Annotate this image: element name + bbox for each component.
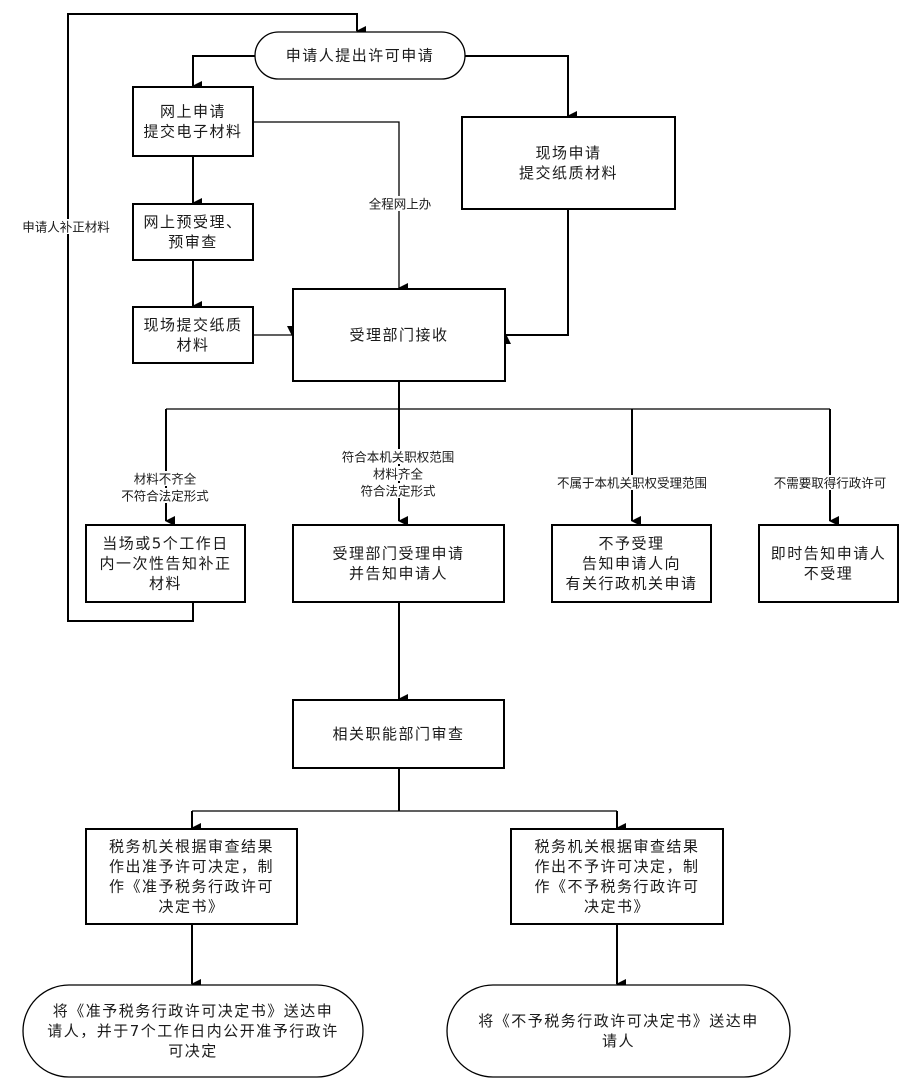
- online-apply-box-shape: [132, 86, 254, 157]
- approve-decision-text-line: 税务机关根据审查结果: [109, 838, 274, 856]
- approve-decision-text-line: 作《准予税务行政许可: [109, 878, 274, 896]
- onsite-apply-box-shape: [461, 116, 676, 210]
- end-approve-text-line: 将《准予税务行政许可决定书》送达申: [53, 1002, 334, 1020]
- node-functional-review: 相关职能部门审查: [292, 699, 505, 769]
- edge-label-no-permit-needed: 不需要取得行政许可: [772, 475, 888, 491]
- approve-decision-text-line: 决定书》: [158, 898, 224, 916]
- online-precheck-box-shape: [132, 203, 254, 261]
- edge-label-text: 符合法定形式: [360, 484, 436, 499]
- edge-label-background: [772, 475, 888, 490]
- edge-resubmit-loop: [67, 13, 366, 622]
- dept-accept-text-line: 并告知申请人: [349, 565, 448, 583]
- notify-correction-text-line: 内一次性告知补正: [99, 555, 231, 573]
- edge-label-text: 不属于本机关职权受理范围: [557, 476, 707, 491]
- not-accept-redirect-box-shape: [551, 524, 712, 603]
- onsite-paper-submit-text-line: 材料: [176, 336, 209, 354]
- edge-label-text: 不需要取得行政许可: [774, 476, 887, 491]
- start-text-line: 申请人提出许可申请: [286, 47, 435, 65]
- online-precheck-text-line: 预审查: [168, 233, 218, 251]
- notify-correction-text-line: 当场或5个工作日: [102, 535, 229, 553]
- notify-correction-text-line: 材料: [149, 575, 182, 593]
- not-accept-redirect-text-line: 有关行政机关申请: [565, 575, 697, 593]
- edge-label-background: [555, 475, 709, 490]
- end-approve-text-line: 请人，并于7个工作日内公开准予行政许: [47, 1022, 339, 1040]
- dept-receive-text-line: 受理部门接收: [349, 326, 448, 344]
- onsite-apply-text-line: 提交纸质材料: [519, 164, 618, 182]
- end-approve-text-line: 可决定: [168, 1042, 218, 1060]
- edge-label-out-of-scope: 不属于本机关职权受理范围: [555, 475, 709, 491]
- edge-label-resubmit: 申请人补正材料: [20, 219, 112, 235]
- notify-not-accept-text-line: 不受理: [804, 565, 854, 583]
- edge-label-background: [340, 449, 456, 464]
- end-reject-text-line: 将《不予税务行政许可决定书》送达申: [478, 1012, 759, 1030]
- dept-receive-box-shape: [292, 288, 506, 382]
- end-reject-text-line: 请人: [602, 1032, 635, 1050]
- approve-decision-box-shape: [85, 828, 298, 925]
- end-reject-terminal-shape: [446, 984, 791, 1078]
- notify-not-accept-box-shape: [758, 524, 899, 603]
- onsite-paper-submit-text-line: 现场提交纸质: [143, 316, 242, 334]
- edge-label-background: [132, 471, 198, 486]
- nodes: 申请人提出许可申请网上申请提交电子材料网上预受理、预审查现场提交纸质材料现场申请…: [22, 31, 899, 1078]
- edge-full-online: [253, 121, 408, 293]
- reject-decision-text-line: 税务机关根据审查结果: [534, 838, 699, 856]
- edge-label-text: 不符合法定形式: [121, 489, 209, 504]
- online-precheck-text-line: 网上预受理、: [143, 213, 242, 231]
- dept-accept-text-line: 受理部门受理申请: [332, 545, 464, 563]
- approve-decision-text-line: 作出准予许可决定，制: [109, 858, 274, 876]
- edge-label-text: 材料不齐全: [134, 472, 197, 487]
- notify-not-accept-text-line: 即时告知申请人: [771, 545, 887, 563]
- edge-label-background: [371, 466, 425, 481]
- onsite-paper-submit-box-shape: [132, 306, 254, 364]
- edge-label-background: [367, 196, 433, 211]
- reject-decision-text-line: 作出不予许可决定，制: [534, 858, 699, 876]
- edge-label-background: [119, 488, 211, 503]
- onsite-apply-text-line: 现场申请: [535, 144, 601, 162]
- node-online-precheck: 网上预受理、预审查: [132, 203, 254, 261]
- edge-onsite-to-receive: [501, 209, 569, 344]
- edge-label-text: 全程网上办: [369, 197, 432, 212]
- edge-label-text: 符合本机关职权范围: [342, 450, 455, 465]
- online-apply-text-line: 提交电子材料: [143, 123, 242, 141]
- online-apply-text-line: 网上申请: [160, 103, 226, 121]
- edge-start-to-online-apply: [192, 55, 255, 91]
- not-accept-redirect-text-line: 不予受理: [598, 535, 664, 553]
- edge-label-full-online: 全程网上办: [367, 196, 433, 212]
- connectors: [67, 13, 839, 989]
- notify-correction-box-shape: [85, 524, 246, 603]
- edge-label-background: [20, 219, 112, 234]
- start-terminal-shape: [254, 31, 466, 80]
- dept-accept-box-shape: [292, 524, 505, 603]
- node-dept-receive: 受理部门接收: [292, 288, 506, 382]
- end-approve-terminal-shape: [22, 984, 364, 1078]
- functional-review-box-shape: [292, 699, 505, 769]
- edge-label-text: 材料齐全: [373, 467, 424, 482]
- node-start: 申请人提出许可申请: [254, 31, 466, 80]
- reject-decision-text-line: 作《不予税务行政许可: [534, 878, 699, 896]
- reject-decision-text-line: 决定书》: [584, 898, 650, 916]
- functional-review-text-line: 相关职能部门审查: [332, 725, 464, 743]
- reject-decision-box-shape: [510, 828, 724, 925]
- not-accept-redirect-text-line: 告知申请人向: [582, 555, 681, 573]
- edge-label-text: 申请人补正材料: [22, 220, 110, 235]
- edge-label-background: [359, 483, 437, 498]
- edge-start-to-onsite-apply: [464, 55, 577, 121]
